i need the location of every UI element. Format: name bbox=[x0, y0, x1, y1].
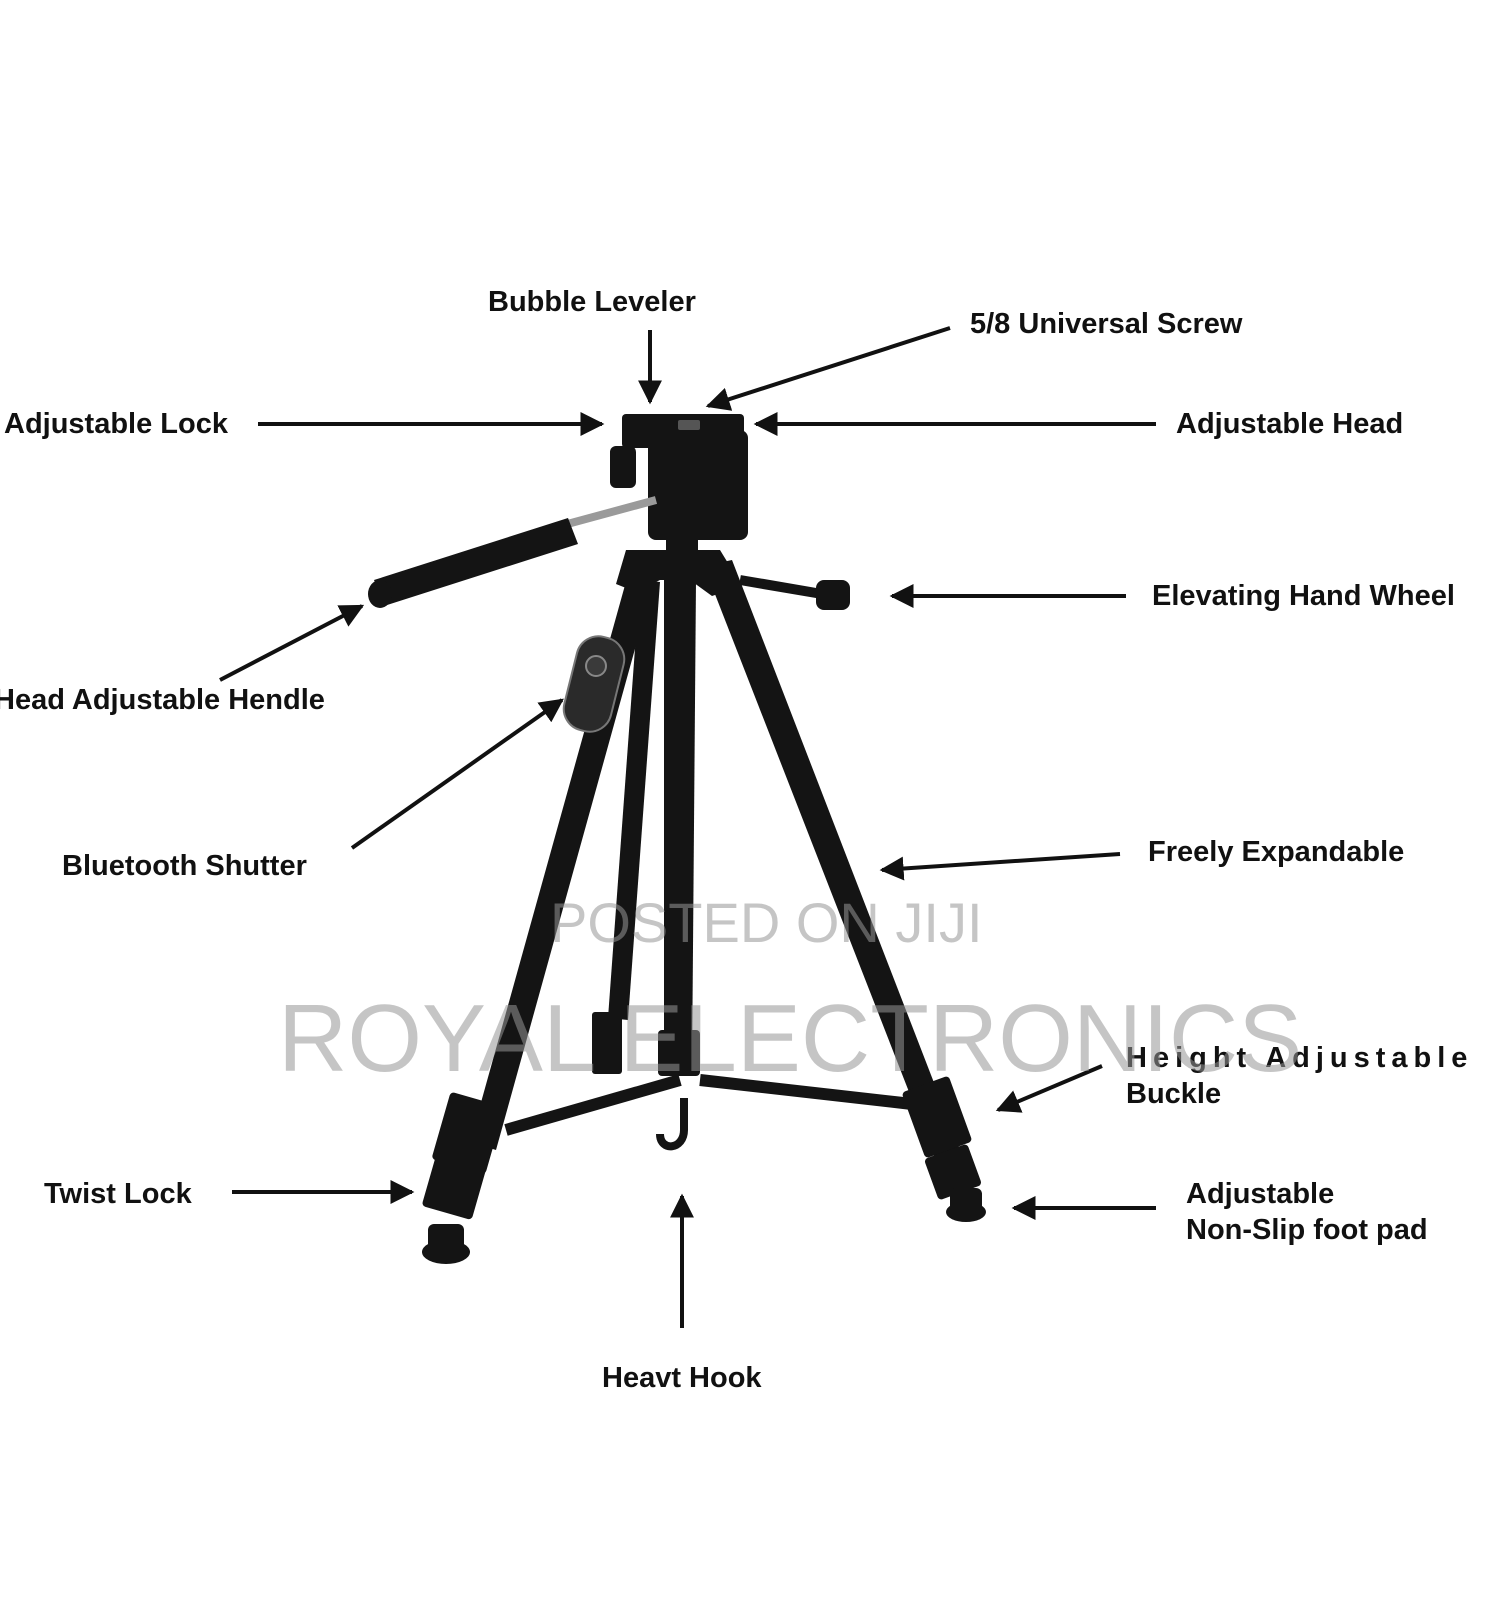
label-foot-pad-line2: Non-Slip foot pad bbox=[1186, 1214, 1428, 1247]
left-leg-lock-lower bbox=[422, 1154, 486, 1220]
label-elevating-hand-wheel: Elevating Hand Wheel bbox=[1152, 578, 1455, 614]
hook bbox=[656, 1098, 688, 1151]
label-universal-screw-text: 5/8 Universal Screw bbox=[970, 308, 1243, 340]
arrow-bluetooth-shutter bbox=[350, 698, 564, 850]
label-universal-screw: 5/8 Universal Screw bbox=[970, 306, 1242, 342]
label-twist-lock: Twist Lock bbox=[44, 1176, 192, 1212]
crank-arm bbox=[739, 575, 823, 599]
label-foot-pad-line1: Adjustable bbox=[1186, 1178, 1335, 1210]
mount-plate bbox=[622, 414, 744, 448]
left-leg-lock-upper bbox=[432, 1092, 504, 1174]
back-leg bbox=[608, 580, 660, 1020]
label-head-adjustable-handle-text: Head Adjustable Hendle bbox=[0, 684, 325, 716]
arrow-universal-screw bbox=[705, 326, 951, 411]
label-height-adjustable-buckle-line2: Buckle bbox=[1126, 1078, 1222, 1111]
tripod-body bbox=[368, 414, 986, 1264]
label-freely-expandable-text: Freely Expandable bbox=[1148, 836, 1405, 868]
bubble-level bbox=[678, 420, 700, 430]
pointer-arrows bbox=[219, 326, 1156, 1328]
label-bluetooth-shutter: Bluetooth Shutter bbox=[62, 848, 307, 884]
label-adjustable-head: Adjustable Head bbox=[1176, 406, 1403, 442]
adjust-lock-knob bbox=[610, 446, 636, 488]
head-stem bbox=[666, 534, 698, 564]
center-column-clamp bbox=[658, 1030, 700, 1076]
label-height-adjustable-buckle-line1: Height Adjustable bbox=[1126, 1042, 1474, 1074]
right-leg-lock-lower bbox=[924, 1144, 982, 1200]
handle-rod bbox=[558, 496, 658, 530]
label-adjustable-lock: Adjustable Lock bbox=[4, 406, 228, 442]
label-foot-pad: Adjustable Non-Slip foot pad bbox=[1186, 1176, 1428, 1249]
arrow-height-buckle bbox=[995, 1064, 1103, 1113]
label-height-adjustable-buckle: Height Adjustable Buckle bbox=[1126, 1040, 1473, 1113]
crown bbox=[616, 550, 742, 596]
left-spreader bbox=[504, 1074, 682, 1136]
arrow-freely-expandable bbox=[879, 852, 1121, 881]
right-leg-lock-upper bbox=[902, 1076, 972, 1158]
head-block bbox=[648, 430, 748, 540]
label-heavy-hook-text: Heavt Hook bbox=[602, 1362, 762, 1394]
bluetooth-remote bbox=[562, 635, 626, 733]
handle-grip bbox=[374, 518, 578, 606]
label-bluetooth-shutter-text: Bluetooth Shutter bbox=[62, 850, 307, 882]
label-elevating-hand-wheel-text: Elevating Hand Wheel bbox=[1152, 580, 1455, 612]
right-leg bbox=[704, 560, 960, 1156]
center-leg bbox=[664, 580, 696, 1070]
label-freely-expandable: Freely Expandable bbox=[1148, 834, 1404, 870]
label-heavy-hook: Heavt Hook bbox=[602, 1360, 762, 1396]
label-bubble-leveler-text: Bubble Leveler bbox=[488, 286, 696, 318]
center-buckle bbox=[592, 1012, 622, 1074]
label-bubble-leveler: Bubble Leveler bbox=[488, 284, 696, 320]
right-spreader bbox=[699, 1074, 913, 1110]
label-twist-lock-text: Twist Lock bbox=[44, 1178, 192, 1210]
label-adjustable-lock-text: Adjustable Lock bbox=[4, 408, 228, 440]
arrow-head-handle bbox=[219, 604, 365, 682]
label-adjustable-head-text: Adjustable Head bbox=[1176, 408, 1404, 440]
crank-knob bbox=[816, 580, 850, 610]
label-head-adjustable-handle: Head Adjustable Hendle bbox=[0, 682, 325, 718]
